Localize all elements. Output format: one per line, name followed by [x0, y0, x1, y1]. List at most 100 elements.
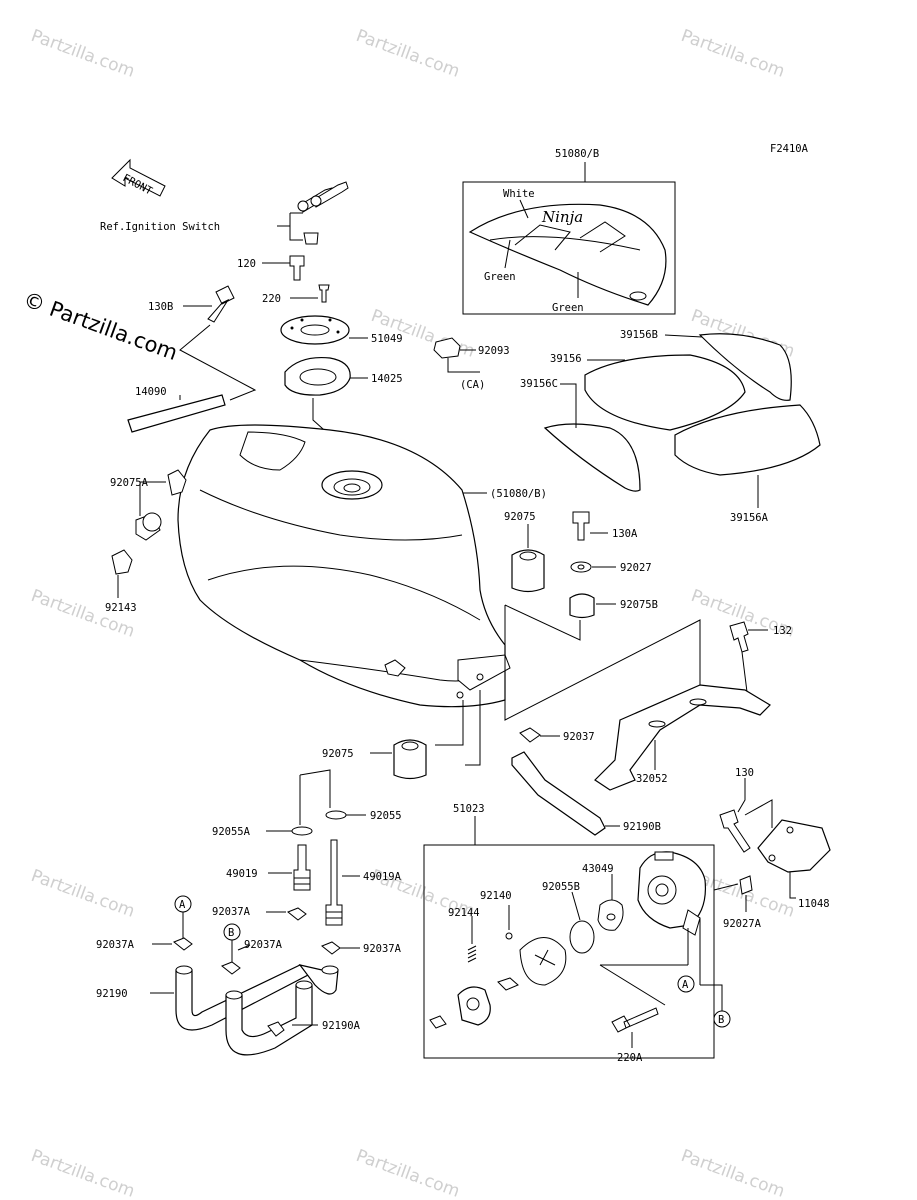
watermark: Partzilla.com — [678, 1146, 787, 1200]
tank-mount-tab — [167, 469, 187, 496]
hose-92190a — [225, 980, 313, 1056]
label-92140: 92140 — [480, 890, 512, 902]
label-92037a-1: 92037A — [212, 906, 251, 918]
label-120: 120 — [237, 258, 256, 270]
label-49019a: 49019A — [363, 871, 402, 883]
watermark: Partzilla.com — [28, 1146, 137, 1200]
label-ca: (CA) — [460, 379, 485, 391]
screw-220a — [611, 1007, 659, 1033]
figure-code: F2410A — [770, 143, 809, 155]
clip-92037a — [173, 937, 193, 951]
label-92190: 92190 — [96, 988, 128, 1000]
front-arrow: FRONT — [111, 158, 166, 198]
fuel-cock-51023 — [637, 851, 707, 936]
label-92027a: 92027A — [723, 918, 762, 930]
label-32052: 32052 — [636, 773, 668, 785]
hose-92190 — [175, 964, 339, 1031]
label-51049: 51049 — [371, 333, 403, 345]
bracket-11048 — [757, 819, 831, 873]
clip-92037 — [519, 727, 541, 743]
ball-92140 — [505, 932, 513, 940]
oring-92055b — [569, 920, 595, 954]
label-92055: 92055 — [370, 810, 402, 822]
label-39156a: 39156A — [730, 512, 769, 524]
oring-92055 — [325, 810, 347, 820]
label-39156: 39156 — [550, 353, 582, 365]
label-92037: 92037 — [563, 731, 595, 743]
watermark: Partzilla.com — [28, 26, 137, 82]
fuel-cock-box — [423, 844, 715, 1059]
decal-box — [462, 181, 676, 315]
bolt-132 — [729, 621, 749, 653]
label-11048: 11048 — [798, 898, 830, 910]
spacer-92027a — [739, 875, 753, 895]
hose-92190b — [511, 751, 606, 836]
gasket-14025 — [284, 356, 351, 396]
oring-92055a — [291, 826, 313, 836]
label-92093: 92093 — [478, 345, 510, 357]
bolt-92143 — [111, 549, 133, 575]
decal-word-green1: Green — [484, 271, 516, 283]
label-43049: 43049 — [582, 863, 614, 875]
valve-plate — [519, 937, 567, 986]
label-51080b-tank: (51080/B) — [490, 488, 547, 500]
watermark: Partzilla.com — [353, 1146, 462, 1200]
bolt-130a — [572, 511, 590, 541]
grommet-92075-low — [393, 739, 427, 780]
label-130a: 130A — [612, 528, 638, 540]
bolt-130b — [207, 285, 235, 323]
bracket-32052 — [594, 684, 771, 791]
label-92027: 92027 — [620, 562, 652, 574]
label-92075b: 92075B — [620, 599, 658, 611]
label-14090: 14090 — [135, 386, 167, 398]
label-92037a-3: 92037A — [244, 939, 283, 951]
pipe-49019 — [293, 844, 311, 891]
nut-92093 — [433, 337, 461, 359]
cap-plate-51049 — [280, 315, 350, 345]
label-92055b: 92055B — [542, 881, 580, 893]
screw — [497, 977, 519, 991]
lever — [457, 986, 491, 1026]
clip-92037a — [321, 941, 341, 955]
screw — [429, 1015, 447, 1029]
label-220: 220 — [262, 293, 281, 305]
grommet-92075-top — [511, 549, 545, 593]
clip-92037a — [221, 961, 241, 975]
tank-decal: Ninja — [468, 203, 667, 306]
label-49019: 49019 — [226, 868, 258, 880]
callout-a-letter: A — [682, 979, 689, 991]
grommet-92075b — [569, 593, 595, 619]
label-51023: 51023 — [453, 803, 485, 815]
watermark: Partzilla.com — [353, 26, 462, 82]
decal-word-white: White — [503, 188, 535, 200]
label-92075a: 92075A — [110, 477, 149, 489]
label-92037a-4: 92037A — [363, 943, 402, 955]
screw-220 — [318, 284, 330, 303]
key-icon — [297, 181, 349, 245]
label-92075-top: 92075 — [504, 511, 536, 523]
label-39156c: 39156C — [520, 378, 558, 390]
bolt-120 — [289, 255, 305, 281]
callout-a-letter: A — [179, 899, 186, 911]
label-92075-low: 92075 — [322, 748, 354, 760]
label-220a: 220A — [617, 1052, 643, 1064]
clip-92037a — [287, 907, 307, 921]
decal-word-green2: Green — [552, 302, 584, 314]
watermark: Partzilla.com — [28, 866, 137, 922]
label-130b: 130B — [148, 301, 173, 313]
watermark: Partzilla.com — [678, 26, 787, 82]
label-92037a-2: 92037A — [96, 939, 135, 951]
label-132: 132 — [773, 625, 792, 637]
label-51080b-box: 51080/B — [555, 148, 599, 160]
label-92055a: 92055A — [212, 826, 251, 838]
label-92143: 92143 — [105, 602, 137, 614]
watermark-copyright: © Partzilla.com — [20, 287, 180, 365]
label-92190a: 92190A — [322, 1020, 361, 1032]
callout-a — [677, 975, 695, 993]
fuel-tank — [177, 424, 511, 708]
pipe-49019a — [325, 839, 343, 926]
knee-pads — [543, 333, 821, 492]
callout-b-letter: B — [718, 1014, 724, 1026]
callout-b-letter: B — [228, 927, 234, 939]
